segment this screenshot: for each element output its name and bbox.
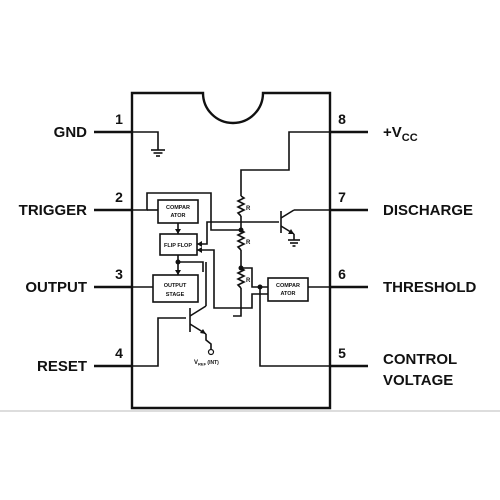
resistor-1-label: R — [246, 206, 251, 212]
pin-5-name-line1: CONTROL — [383, 351, 457, 368]
voltage-divider: R R R — [236, 195, 251, 310]
pin-4-name: RESET — [37, 358, 87, 375]
resistor-2 — [236, 229, 246, 251]
pin-3-number: 3 — [115, 266, 123, 282]
pin-7-number: 7 — [338, 189, 346, 205]
svg-text:ATOR: ATOR — [170, 213, 185, 219]
vcc-line — [240, 131, 330, 196]
chip-body — [130, 91, 332, 410]
svg-text:FLIP FLOP: FLIP FLOP — [164, 243, 192, 249]
resistor-2-label: R — [246, 240, 251, 246]
reset-transistor — [132, 262, 215, 367]
arrow-into-flipflop — [175, 229, 181, 234]
control-voltage-wire — [259, 287, 330, 367]
trigger-wire — [132, 192, 241, 231]
pin-5-name-line2: VOLTAGE — [383, 372, 453, 389]
svg-text:ATOR: ATOR — [280, 291, 295, 297]
comparator-top: COMPAR ATOR — [157, 199, 199, 224]
svg-text:STAGE: STAGE — [166, 292, 185, 298]
vref-main: V — [194, 360, 198, 366]
pin-8-number: 8 — [338, 111, 346, 127]
pin-7-name: DISCHARGE — [383, 202, 473, 219]
arrow-into-output — [175, 270, 181, 275]
divider-bottom-wire — [233, 310, 242, 317]
resistor-3-label: R — [246, 278, 251, 284]
resistor-3 — [236, 267, 246, 289]
flip-flop: FLIP FLOP — [159, 233, 198, 256]
pin-8-name: +VCC — [383, 124, 418, 144]
pin-3-name: OUTPUT — [25, 279, 87, 296]
pin-6-name: THRESHOLD — [383, 279, 477, 296]
pin-8-name-sub: CC — [402, 132, 418, 144]
ground-symbol — [132, 131, 165, 157]
resistor-1 — [236, 195, 246, 217]
pin-1-number: 1 — [115, 111, 123, 127]
vref-suffix: (INT) — [206, 360, 219, 366]
arrow-ff-right — [197, 247, 202, 253]
vref-label: VREF (INT) — [194, 360, 219, 367]
svg-text:COMPAR: COMPAR — [276, 283, 300, 289]
svg-text:OUTPUT: OUTPUT — [164, 283, 187, 289]
flipflop-feedback — [178, 261, 204, 272]
vref-sub: REF — [198, 362, 207, 367]
pin-4-number: 4 — [115, 345, 123, 361]
comparator-right-to-flipflop — [197, 249, 268, 309]
pin-1-name: GND — [54, 124, 88, 141]
arrow-ff-left — [197, 241, 202, 247]
pin-6-number: 6 — [338, 266, 346, 282]
pin-5-number: 5 — [338, 345, 346, 361]
discharge-transistor — [226, 209, 330, 247]
pin-2-number: 2 — [115, 189, 123, 205]
svg-text:COMPAR: COMPAR — [166, 205, 190, 211]
pin-8-name-main: +V — [383, 124, 402, 141]
comparator-right: COMPAR ATOR — [267, 277, 309, 302]
pin-2-name: TRIGGER — [19, 202, 88, 219]
output-stage: OUTPUT STAGE — [152, 274, 199, 303]
